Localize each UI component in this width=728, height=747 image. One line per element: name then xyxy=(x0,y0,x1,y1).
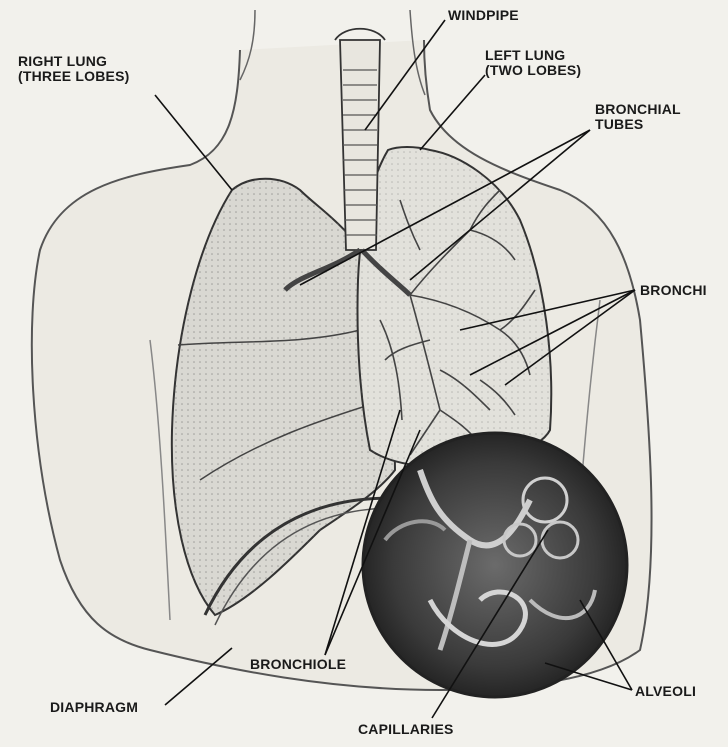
bronchiole-label: BRONCHIOLE xyxy=(250,657,346,672)
capillaries-text: CAPILLARIES xyxy=(358,722,454,737)
capillaries-label: CAPILLARIES xyxy=(358,722,454,737)
right-lung-label: RIGHT LUNG (THREE LOBES) xyxy=(18,54,130,84)
right-lung-text-2: (THREE LOBES) xyxy=(18,69,130,84)
windpipe-label: WINDPIPE xyxy=(448,8,519,23)
alveoli-label: ALVEOLI xyxy=(635,684,696,699)
right-lung-text-1: RIGHT LUNG xyxy=(18,54,130,69)
bronchi-text: BRONCHI xyxy=(640,283,707,298)
alveoli-text: ALVEOLI xyxy=(635,684,696,699)
left-lung-label: LEFT LUNG (TWO LOBES) xyxy=(485,48,581,78)
left-lung-text-2: (TWO LOBES) xyxy=(485,63,581,78)
left-lung-text-1: LEFT LUNG xyxy=(485,48,581,63)
bronchiole-text: BRONCHIOLE xyxy=(250,657,346,672)
diaphragm-label: DIAPHRAGM xyxy=(50,700,138,715)
bronchial-tubes-text-1: BRONCHIAL xyxy=(595,102,681,117)
bronchi-label: BRONCHI xyxy=(640,283,707,298)
bronchial-tubes-label: BRONCHIAL TUBES xyxy=(595,102,681,132)
windpipe-text: WINDPIPE xyxy=(448,8,519,23)
diaphragm-text: DIAPHRAGM xyxy=(50,700,138,715)
bronchial-tubes-text-2: TUBES xyxy=(595,117,681,132)
